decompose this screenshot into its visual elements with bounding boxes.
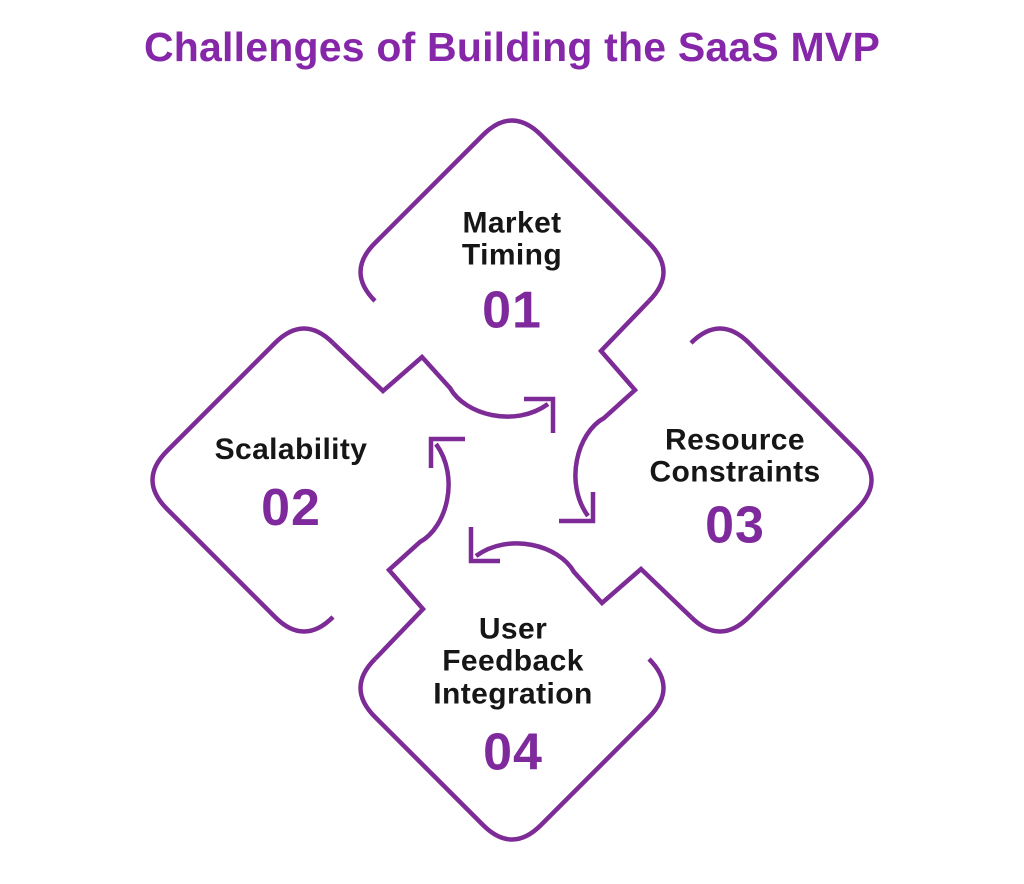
node-market-timing: Market Timing 01 xyxy=(422,206,602,340)
node-scalability: Scalability 02 xyxy=(131,432,451,538)
page-title: Challenges of Building the SaaS MVP xyxy=(144,24,880,70)
node-label-market-timing: Market Timing xyxy=(461,206,563,272)
node-user-feedback-integration: User Feedback Integration 04 xyxy=(413,612,613,782)
node-resource-constraints: Resource Constraints 03 xyxy=(615,423,855,555)
node-label-resource-constraints: Resource Constraints xyxy=(649,423,821,489)
node-label-scalability: Scalability xyxy=(214,432,368,466)
node-number-01: 01 xyxy=(482,281,542,340)
node-label-user-feedback-integration: User Feedback Integration xyxy=(433,612,593,711)
node-number-03: 03 xyxy=(705,496,765,555)
node-number-04: 04 xyxy=(483,723,543,782)
node-number-02: 02 xyxy=(261,479,321,538)
